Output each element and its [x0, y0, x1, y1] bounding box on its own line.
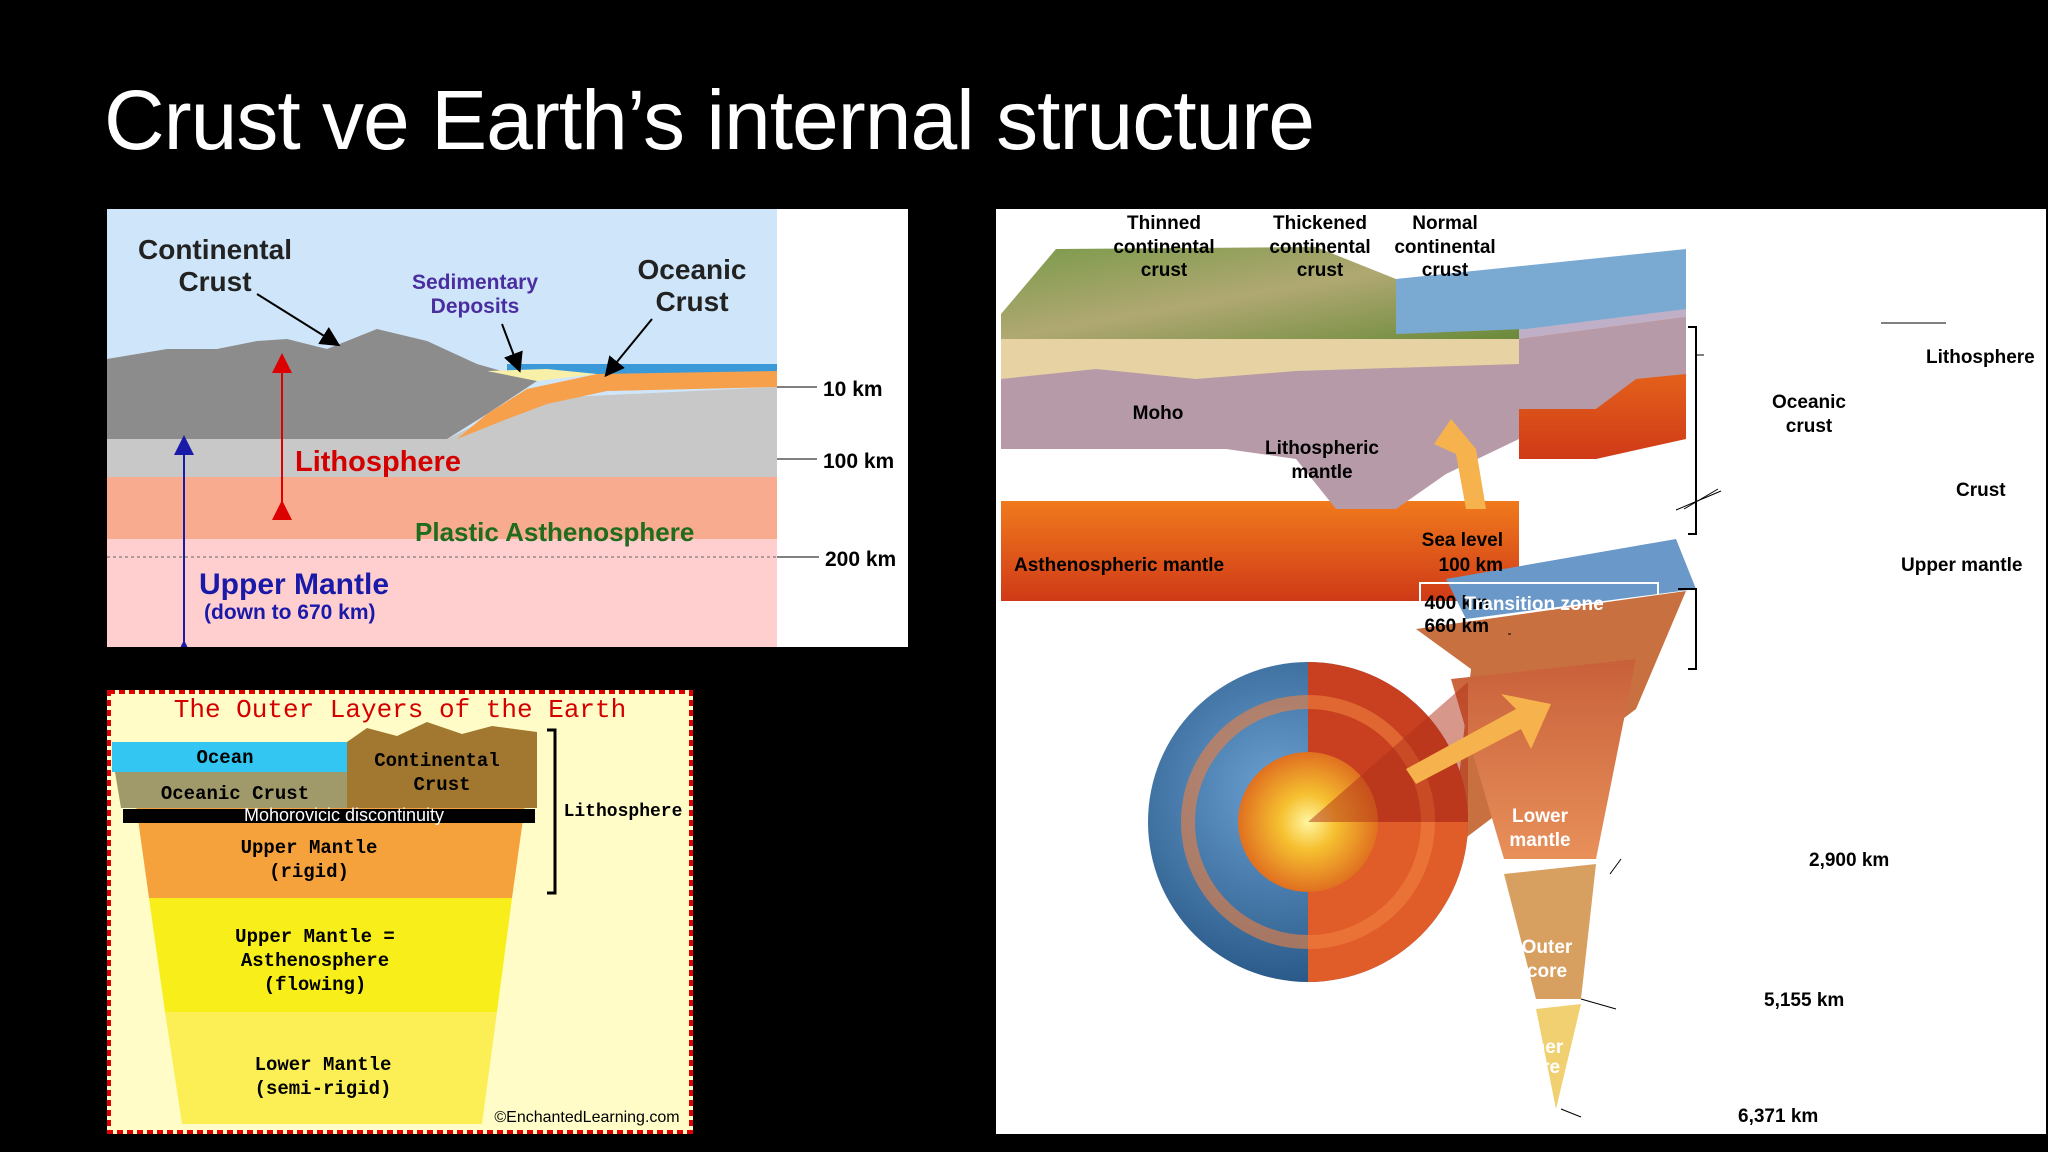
label-lithospheric-1: Lithospheric — [1265, 438, 1379, 459]
lithosphere-bracket — [547, 728, 557, 895]
asthenosphere-band — [149, 898, 512, 1012]
label-ocean: Ocean — [196, 747, 253, 769]
ocean-water — [507, 364, 777, 374]
label-continental-1: Continental — [138, 234, 292, 265]
outer-layers-svg: The Outer Layers of the Earth Ocean Cont… — [107, 690, 693, 1134]
label-upper-mantle-note: (down to 670 km) — [204, 601, 376, 624]
label-thinned-2: continental — [1113, 237, 1214, 258]
ocean-surface — [1396, 249, 1686, 334]
label-upper-mantle: Upper mantle — [1901, 555, 2022, 576]
label-asth-2: Asthenosphere — [241, 950, 389, 972]
outer-layers-figure: The Outer Layers of the Earth Ocean Cont… — [107, 690, 693, 1134]
arrow-sediment — [501, 323, 523, 373]
label-upper-mantle-2: (rigid) — [269, 861, 349, 883]
label-oceanic-1: Oceanic — [1772, 392, 1846, 413]
crust-cross-section-figure: Continental Crust Sedimentary Deposits O… — [107, 209, 908, 647]
label-asthenosphere: Plastic Asthenosphere — [415, 517, 694, 547]
label-inner-core-1: Inner — [1517, 1037, 1564, 1058]
label-continental-2: Crust — [178, 266, 251, 297]
label-2900km: 2,900 km — [1809, 850, 1889, 871]
label-upper-mantle: Upper Mantle — [199, 568, 389, 601]
label-asth-3: (flowing) — [264, 974, 367, 996]
label-lower-mantle-1: Lower Mantle — [255, 1054, 392, 1076]
label-200km: 200 km — [825, 548, 896, 571]
arrow-oceanic — [604, 318, 653, 378]
oceanic-crust-shape — [457, 371, 777, 439]
label-crust: Crust — [1956, 480, 2006, 501]
label-lower-mantle-2: (semi-rigid) — [255, 1078, 392, 1100]
label-oceanic-2: Crust — [655, 286, 728, 317]
upper-mantle-bracket — [1678, 588, 1697, 670]
land-surface — [1001, 247, 1519, 339]
inner-core-wedge — [1536, 1004, 1581, 1109]
label-sea-level: Sea level — [1422, 530, 1503, 551]
label-upper-mantle-1: Upper Mantle — [241, 837, 378, 859]
label-continental-2: Crust — [413, 774, 470, 796]
label-lower-mantle-1: Lower — [1512, 806, 1569, 827]
label-sedimentary-2: Deposits — [431, 295, 520, 318]
label-transition-zone: Transition zone — [1464, 594, 1603, 615]
continental-crust-shape — [107, 329, 537, 439]
label-outer-core-2: core — [1527, 961, 1567, 982]
lithosphere-bracket — [1688, 326, 1697, 535]
slide-title: Crust ve Earth’s internal structure — [104, 73, 1315, 167]
continental-crust-band — [347, 722, 537, 808]
arrow-out — [1406, 694, 1551, 784]
crust-leader — [1675, 490, 1722, 511]
label-oceanic-1: Oceanic — [638, 254, 747, 285]
label-credit: ©EnchantedLearning.com — [494, 1109, 679, 1126]
oceanic-crust-band — [115, 772, 352, 808]
label-oceanic-crust: Oceanic Crust — [161, 783, 309, 805]
label-lithosphere: Lithosphere — [1926, 347, 2035, 368]
label-oceanic-2: crust — [1786, 416, 1833, 437]
lower-mantle-wedge — [1451, 659, 1636, 859]
label-normal-3: crust — [1422, 260, 1469, 281]
label-sedimentary-1: Sedimentary — [412, 271, 538, 294]
lithospheric-mantle-block — [1001, 339, 1519, 509]
earth-structure-figure: Thinned continental crust Thickened cont… — [996, 209, 2046, 1134]
label-asth-1: Upper Mantle = — [235, 926, 395, 948]
crust-slice-surface — [1446, 539, 1696, 619]
label-thinned-1: Thinned — [1127, 213, 1201, 234]
label-10km: 10 km — [823, 378, 883, 401]
asthenospheric-mantle-block — [1001, 501, 1519, 601]
continental-crust-block — [1001, 339, 1519, 379]
label-outer-core-1: Outer — [1522, 937, 1573, 958]
earth-structure-svg: Thinned continental crust Thickened cont… — [1001, 213, 2035, 1127]
label-normal-1: Normal — [1412, 213, 1477, 234]
fig2-title: The Outer Layers of the Earth — [174, 695, 626, 725]
label-continental-1: Continental — [374, 750, 499, 772]
outer-core-wedge — [1504, 864, 1596, 999]
crust-cross-section-svg: Continental Crust Sedimentary Deposits O… — [107, 209, 896, 647]
label-inner-core-2: core — [1520, 1057, 1560, 1078]
asthenosphere-layer — [107, 477, 777, 539]
label-thickened-1: Thickened — [1273, 213, 1367, 234]
label-lower-mantle-2: mantle — [1509, 830, 1570, 851]
label-thickened-3: crust — [1297, 260, 1344, 281]
label-moho: Moho — [1133, 403, 1184, 424]
arrow-continental — [256, 293, 341, 347]
label-100km: 100 km — [1439, 555, 1503, 576]
label-5155km: 5,155 km — [1764, 990, 1844, 1011]
label-400km: 400 km — [1425, 593, 1489, 614]
label-lithospheric-2: mantle — [1291, 462, 1352, 483]
label-lithosphere: Lithosphere — [564, 802, 683, 822]
label-thinned-3: crust — [1141, 260, 1188, 281]
label-100km: 100 km — [823, 450, 894, 473]
lower-mantle-band — [165, 1012, 497, 1124]
ocean-band — [112, 742, 352, 772]
label-6371km: 6,371 km — [1738, 1106, 1818, 1127]
oceanic-lithospheric-mantle — [1519, 317, 1686, 409]
label-asthenospheric: Asthenospheric mantle — [1014, 555, 1224, 576]
label-normal-2: continental — [1394, 237, 1495, 258]
arrow-up — [1434, 419, 1486, 509]
label-moho: Mohorovicic discontinuity — [244, 805, 444, 825]
label-lithosphere: Lithosphere — [295, 446, 461, 478]
label-thickened-2: continental — [1269, 237, 1370, 258]
moho-band — [123, 809, 535, 823]
label-660km: 660 km — [1425, 616, 1489, 637]
